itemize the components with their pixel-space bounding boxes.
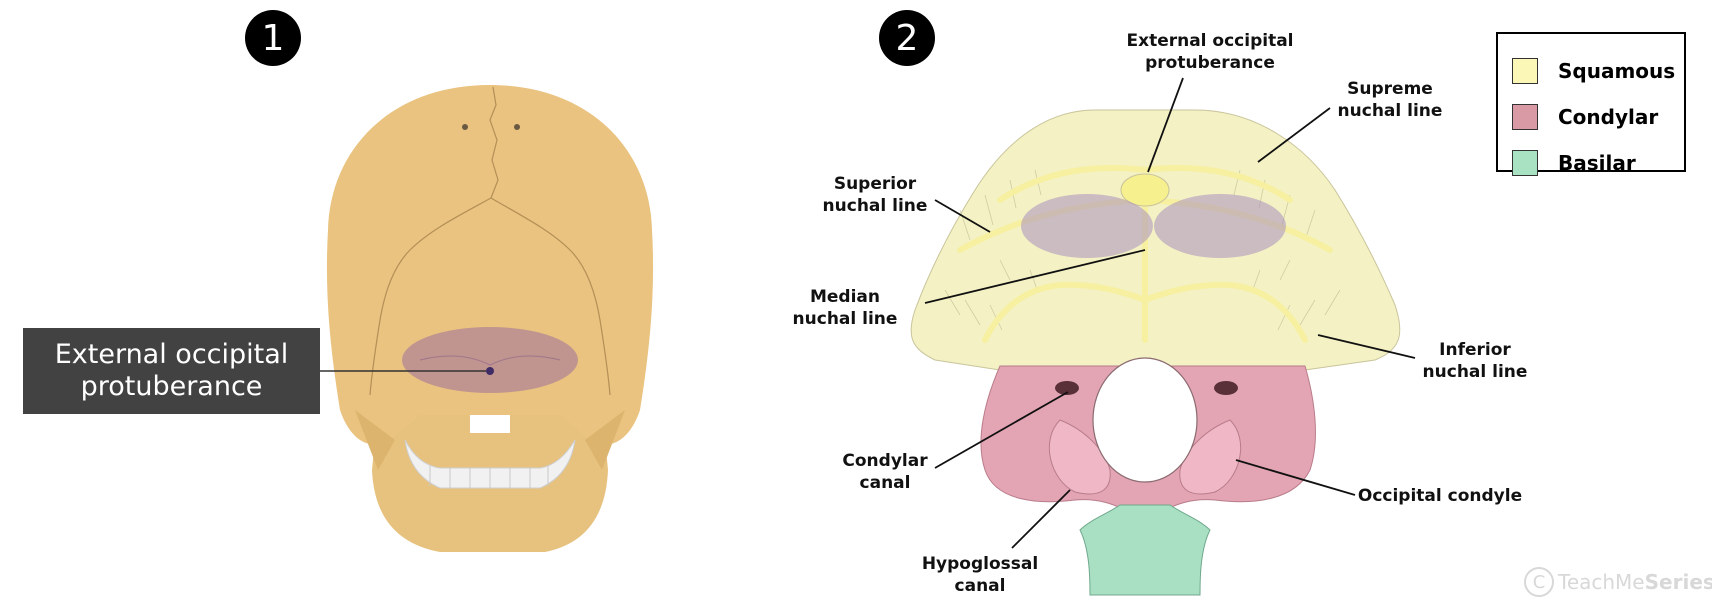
label-line: nuchal line — [1415, 361, 1535, 383]
legend-item-condylar: Condylar — [1512, 102, 1658, 132]
watermark-text-a: TeachMe — [1558, 570, 1645, 594]
label-condylar-canal: Condylar canal — [830, 450, 940, 494]
callout-line-2: protuberance — [81, 371, 263, 403]
external-occipital-protuberance-callout: External occipital protuberance — [23, 328, 320, 414]
panel-1-number-badge: 1 — [245, 10, 301, 66]
label-supreme-nuchal-line: Supreme nuchal line — [1325, 78, 1455, 122]
panel-1-number: 1 — [262, 18, 285, 59]
label-line: nuchal line — [1325, 100, 1455, 122]
label-line: Supreme — [1325, 78, 1455, 100]
label-line: External occipital — [1115, 30, 1305, 52]
foramen-magnum — [1093, 358, 1197, 482]
legend-label: Condylar — [1558, 105, 1658, 129]
teachmeseries-watermark: C TeachMeSeries — [1524, 567, 1712, 597]
legend-label: Squamous — [1558, 59, 1675, 83]
label-line: canal — [910, 575, 1050, 597]
legend-swatch — [1512, 58, 1538, 84]
label-line: protuberance — [1115, 52, 1305, 74]
legend-item-squamous: Squamous — [1512, 56, 1675, 86]
protuberance-highlight — [402, 327, 578, 393]
label-line: Condylar — [830, 450, 940, 472]
label-median-nuchal-line: Median nuchal line — [785, 286, 905, 330]
copyright-icon: C — [1524, 567, 1554, 597]
occipital-bone-view — [911, 78, 1415, 595]
label-line: Superior — [815, 173, 935, 195]
label-hypoglossal-canal: Hypoglossal canal — [910, 553, 1050, 597]
legend-item-basilar: Basilar — [1512, 148, 1636, 178]
label-line: Median — [785, 286, 905, 308]
label-inferior-nuchal-line: Inferior nuchal line — [1415, 339, 1535, 383]
basilar-part — [1080, 505, 1210, 595]
label-line: Occipital condyle — [1355, 485, 1525, 507]
label-line: Inferior — [1415, 339, 1535, 361]
label-line: nuchal line — [815, 195, 935, 217]
legend: Squamous Condylar Basilar — [1496, 32, 1686, 172]
watermark-text: TeachMeSeries — [1558, 570, 1712, 594]
highlight-left — [1021, 194, 1153, 258]
protuberance-point — [486, 367, 494, 375]
callout-line-1: External occipital — [55, 339, 289, 371]
label-external-occipital-protuberance: External occipital protuberance — [1115, 30, 1305, 74]
label-occipital-condyle: Occipital condyle — [1355, 485, 1525, 507]
watermark-text-b: Series — [1645, 570, 1712, 594]
label-line: Hypoglossal — [910, 553, 1050, 575]
skull-posterior-view — [320, 85, 653, 552]
panel-2-number-badge: 2 — [879, 10, 935, 66]
legend-swatch — [1512, 150, 1538, 176]
legend-label: Basilar — [1558, 151, 1636, 175]
label-line: canal — [830, 472, 940, 494]
highlight-right — [1154, 194, 1286, 258]
label-superior-nuchal-line: Superior nuchal line — [815, 173, 935, 217]
panel-2-number: 2 — [896, 18, 919, 59]
label-line: nuchal line — [785, 308, 905, 330]
legend-swatch — [1512, 104, 1538, 130]
